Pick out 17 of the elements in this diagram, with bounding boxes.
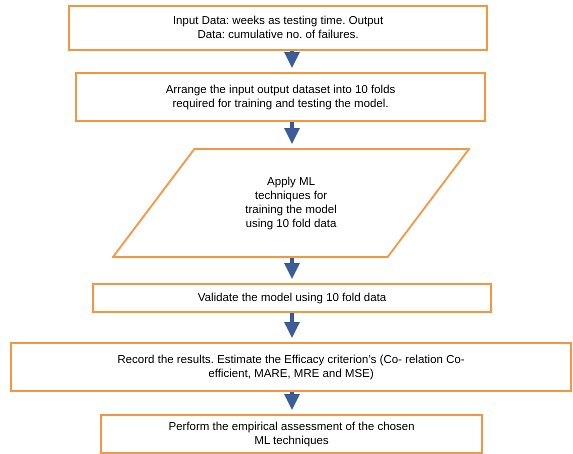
arrow bbox=[284, 51, 300, 68]
node-text: Arrange the input output dataset into 10 folds required for training and testing the model. bbox=[164, 83, 396, 111]
arrow bbox=[284, 313, 300, 338]
process-box bbox=[100, 414, 483, 454]
node-text: Perform the empirical assessment of the chosen ML techniques bbox=[167, 420, 416, 448]
arrow bbox=[284, 392, 300, 410]
node-text: Input Data: weeks as testing time. Output Data: cumulative no. of failures. bbox=[172, 14, 384, 42]
process-box bbox=[10, 342, 572, 392]
process-box bbox=[92, 283, 492, 313]
node-text: Validate the model using 10 fold data bbox=[198, 291, 386, 305]
node-text: Record the results. Estimate the Efficacy criterion’s (Co- relation Co- efficient, MARE, MRE and MSE) bbox=[116, 353, 466, 381]
process-box bbox=[68, 5, 488, 51]
arrow bbox=[284, 258, 300, 279]
arrow bbox=[284, 122, 300, 144]
node-text: Apply ML techniques for training the model using 10 fold data bbox=[245, 175, 337, 231]
process-box bbox=[75, 72, 486, 122]
process-parallelogram bbox=[112, 148, 470, 258]
